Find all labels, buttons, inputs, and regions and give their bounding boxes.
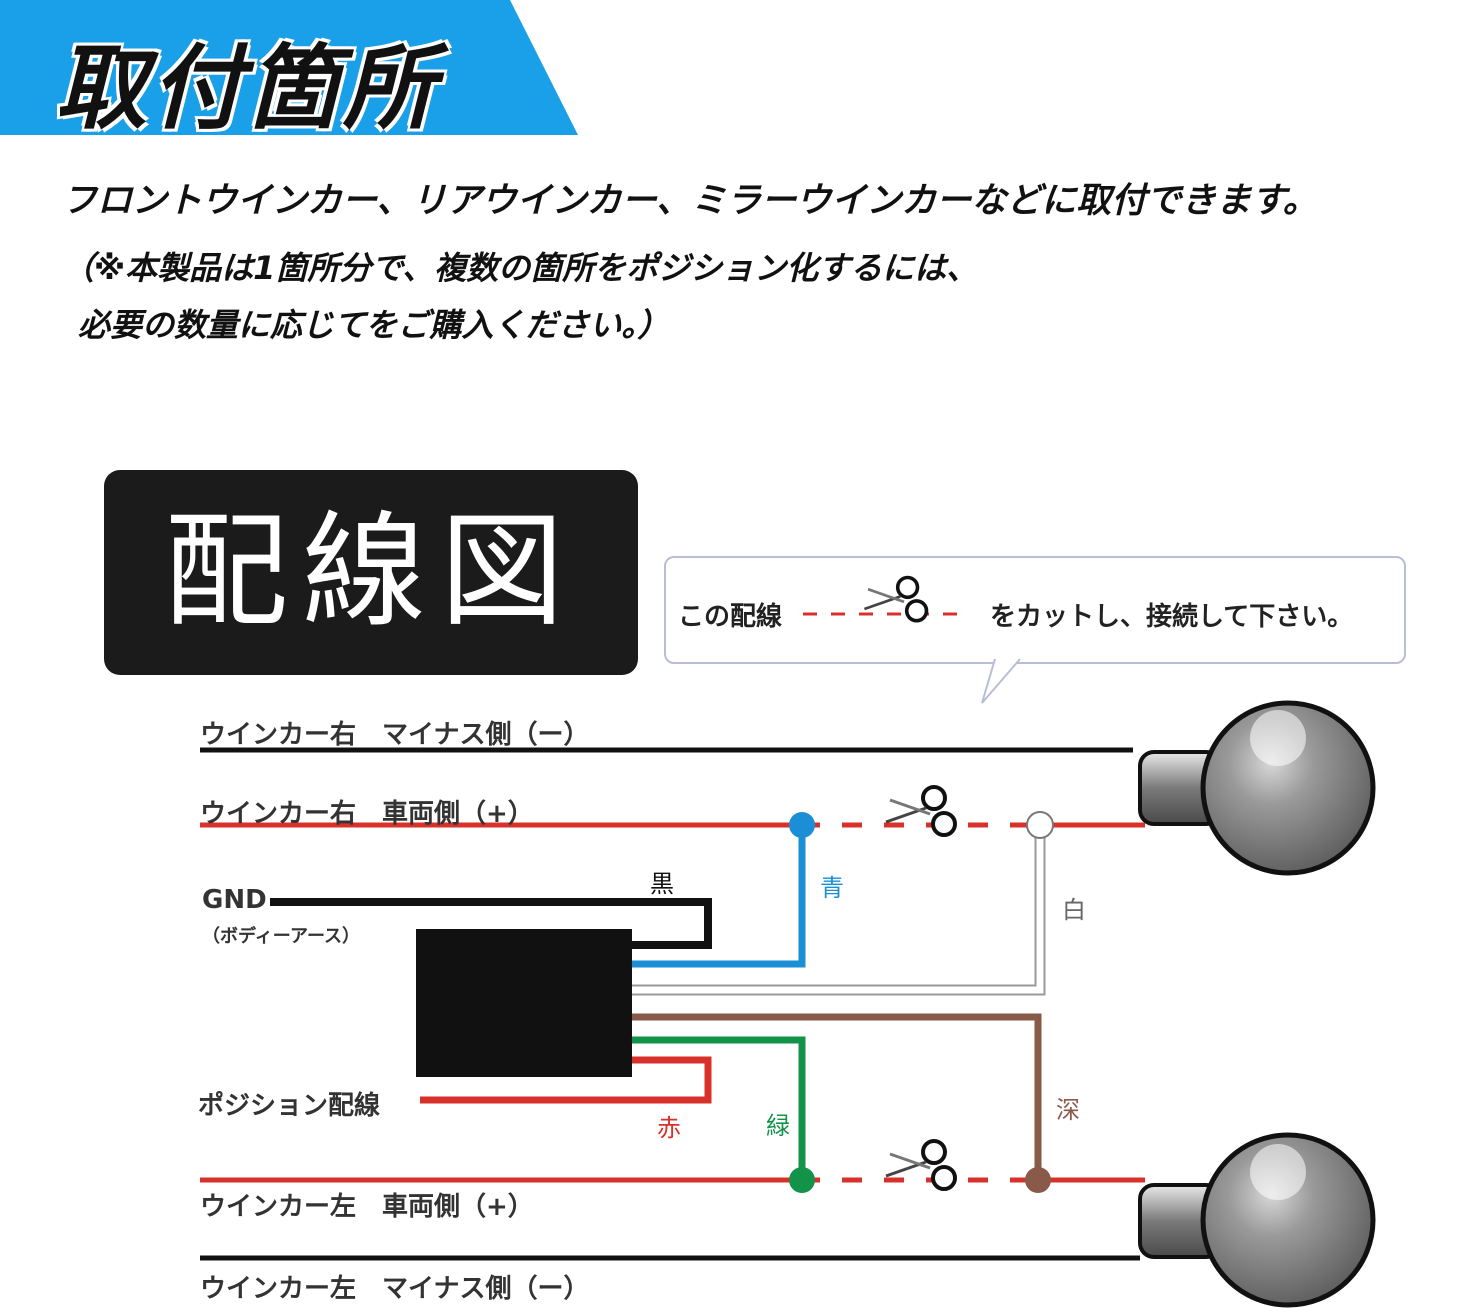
label-gnd: GND: [202, 885, 267, 915]
diagram-title: 配線図: [163, 500, 578, 644]
label-wire-black: 黒: [650, 870, 674, 898]
intro-line-2: （※本製品は1箇所分で、複数の箇所をポジション化するには、: [62, 249, 979, 287]
bulb-icon: [1138, 1132, 1376, 1308]
intro-line-1: フロントウインカー、リアウインカー、ミラーウインカーなどに取付できます。: [62, 181, 1318, 221]
wire-red-position: [420, 1056, 712, 1104]
callout-cut-symbol: [803, 575, 960, 623]
junction-white: [1026, 811, 1054, 839]
junction-blue: [789, 812, 815, 838]
banner-shape: [0, 0, 578, 135]
callout-box: [664, 556, 1406, 664]
label-wire-brown: 深: [1056, 1096, 1080, 1124]
junction-green: [789, 1167, 815, 1193]
intro-line-3: 必要の数量に応じてをご購入ください。）: [78, 306, 670, 344]
diagram-title-box: 配線図: [104, 470, 638, 675]
wire-blue: [632, 825, 806, 968]
wire-black-gnd: [270, 898, 712, 949]
label-wire-blue: 青: [820, 874, 844, 902]
scissors-icon: [884, 785, 957, 837]
label-gnd-sub: （ボディーアース）: [202, 926, 361, 947]
callout-suffix: をカットし、接続して下さい。: [990, 602, 1354, 632]
callout-tail: [981, 658, 1021, 704]
label-wire-white: 白: [1062, 896, 1086, 924]
label-right-minus: ウインカー右 マイナス側（ー）: [200, 720, 590, 750]
label-position: ポジション配線: [198, 1091, 381, 1121]
header-banner: [0, 0, 578, 135]
wire-brown: [632, 1013, 1042, 1180]
wire-green: [632, 1036, 806, 1180]
page-title: 取付箇所: [55, 35, 440, 142]
junction-brown: [1025, 1167, 1051, 1193]
label-left-vehicle: ウインカー左 車両側（+）: [200, 1192, 534, 1222]
label-right-vehicle: ウインカー右 車両側（+）: [200, 799, 534, 829]
label-wire-green: 緑: [766, 1112, 790, 1140]
control-module: [416, 929, 632, 1077]
callout-prefix: この配線: [678, 602, 783, 632]
bulb-icon: [1138, 700, 1376, 876]
label-wire-red: 赤: [657, 1114, 681, 1142]
label-left-minus: ウインカー左 マイナス側（ー）: [200, 1274, 590, 1304]
